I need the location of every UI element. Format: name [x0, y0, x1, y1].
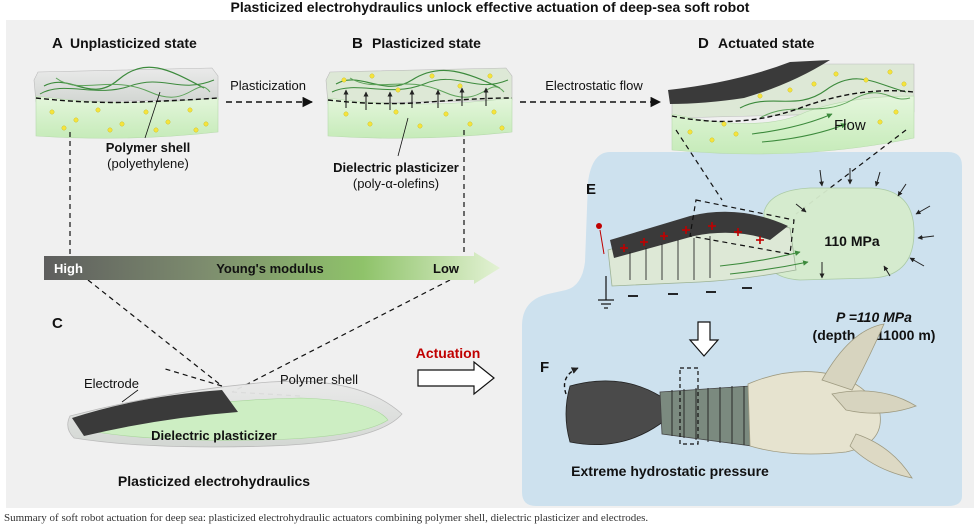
- panel-f-letter: F: [540, 359, 549, 376]
- plasticizer-particles: [49, 107, 209, 133]
- modulus-title: Young's modulus: [216, 261, 324, 276]
- flow-label: Flow: [834, 117, 866, 134]
- voltage-terminal: [596, 223, 602, 229]
- polymer-fiber: [349, 77, 505, 98]
- extreme-pressure-label: Extreme hydrostatic pressure: [571, 463, 769, 479]
- field-lines: [629, 236, 711, 280]
- figure-title: Plasticized electrohydraulics unlock eff…: [231, 0, 750, 15]
- figure-caption: Summary of soft robot actuation for deep…: [4, 512, 649, 524]
- electrostatic-flow-arrows: [719, 250, 809, 275]
- polyethylene-label: (polyethylene): [107, 156, 189, 171]
- plasticized-gel: [327, 97, 513, 139]
- robot-side-fin: [821, 323, 885, 391]
- robot-side-fin: [849, 433, 913, 479]
- plasticization-label: Plasticization: [230, 78, 306, 93]
- p-equals-label: P =110 MPa: [836, 309, 912, 325]
- dielectric-plasticizer-leader: [397, 117, 409, 157]
- zoom-box-e: [689, 199, 795, 255]
- hydrostatic-pressure-arrows: [795, 168, 935, 279]
- electrohydraulic-actuator-c: [67, 380, 403, 448]
- e-to-f-arrow: [688, 321, 720, 357]
- modulus-high-label: High: [54, 261, 83, 276]
- zoom-box-f: [679, 367, 699, 445]
- polymer-fiber: [55, 77, 211, 98]
- polymer-fiber: [739, 78, 907, 109]
- voltage-lead: [599, 229, 605, 255]
- panel-a-label: Unplasticized state: [70, 35, 197, 51]
- robot-side-fin: [831, 390, 917, 414]
- panel-b-label: Plasticized state: [372, 35, 481, 51]
- negative-charges: [628, 287, 752, 297]
- soft-robot-fish: [565, 323, 917, 479]
- actuated-block: [668, 60, 915, 155]
- plasticized-electrohydraulics-label: Plasticized electrohydraulics: [118, 473, 310, 489]
- actuator-under-pressure: [596, 168, 935, 309]
- pao-label: (poly-α-olefins): [353, 176, 439, 191]
- actuator-e-electrode: [610, 211, 788, 258]
- youngs-modulus-bar: High Young's modulus Low: [44, 252, 500, 284]
- plasticized-block: [325, 67, 513, 139]
- panel-d-label: Actuated state: [718, 35, 815, 51]
- actuation-arrow: [417, 360, 495, 396]
- actuated-electrode: [668, 60, 830, 104]
- electrode-leader: [121, 389, 139, 403]
- electrostatic-flow-label: Electrostatic flow: [545, 78, 643, 93]
- actuator-c-electrode: [72, 390, 238, 436]
- polymer-fiber: [335, 69, 501, 89]
- panel-c-letter: C: [52, 315, 63, 332]
- panel-d-letter: D: [698, 35, 709, 52]
- positive-charges: [620, 222, 764, 252]
- polymer-fiber: [331, 78, 509, 93]
- plasticizer-particles: [687, 69, 907, 143]
- shell-interface-line: [35, 97, 219, 104]
- pressure-110-label: 110 MPa: [824, 233, 879, 249]
- panel-e-letter: E: [586, 181, 596, 198]
- dielectric-plasticizer-c-label: Dielectric plasticizer: [151, 428, 277, 443]
- polymer-shell-leader: [144, 91, 161, 139]
- actuation-label: Actuation: [416, 345, 481, 361]
- panel-b-letter: B: [352, 35, 363, 52]
- plasticizer-particles: [341, 73, 505, 131]
- actuator-stack: [671, 386, 745, 445]
- polymer-fiber: [759, 92, 911, 119]
- modulus-low-label: Low: [433, 261, 460, 276]
- robot-tail-fin: [565, 380, 681, 445]
- electrode-label: Electrode: [84, 376, 139, 391]
- panel-a-letter: A: [52, 35, 63, 52]
- unplasticized-block: [33, 66, 219, 139]
- polymer-shell-label: Polymer shell: [106, 140, 191, 155]
- actuated-gel: [671, 95, 915, 155]
- modulus-gradient-arrow: [44, 252, 500, 284]
- diffusion-arrows: [343, 87, 489, 110]
- dielectric-plasticizer-label: Dielectric plasticizer: [333, 160, 459, 175]
- ground-symbol: [598, 276, 614, 309]
- flow-arrows: [751, 113, 847, 143]
- rotation-arrow: [563, 367, 579, 395]
- polymer-shell-c-label: Polymer shell: [280, 372, 358, 387]
- shell-interface-line: [327, 97, 513, 105]
- shell-interface-line: [671, 90, 915, 123]
